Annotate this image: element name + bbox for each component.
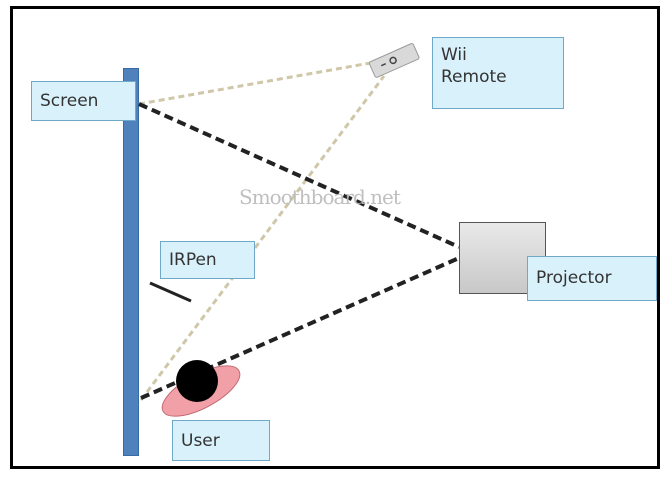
wii-view-bottom [139, 75, 386, 401]
label-screen: Screen [31, 81, 136, 121]
label-user: User [172, 420, 270, 461]
ir-pen-icon [149, 281, 192, 303]
label-projector: Projector [527, 256, 657, 301]
label-wii-line2: Remote [441, 67, 507, 87]
projection-screen [123, 68, 139, 456]
label-ir-pen: IRPen [160, 241, 255, 279]
wii-remote-icon [368, 43, 420, 78]
wii-view-top [138, 60, 377, 106]
watermark-text: Smoothboard.net [239, 185, 401, 209]
user-head-icon [176, 360, 218, 402]
label-wii-remote: Wii Remote [432, 37, 564, 109]
projector-beam-top [138, 102, 460, 249]
label-wii-line1: Wii [441, 45, 467, 65]
